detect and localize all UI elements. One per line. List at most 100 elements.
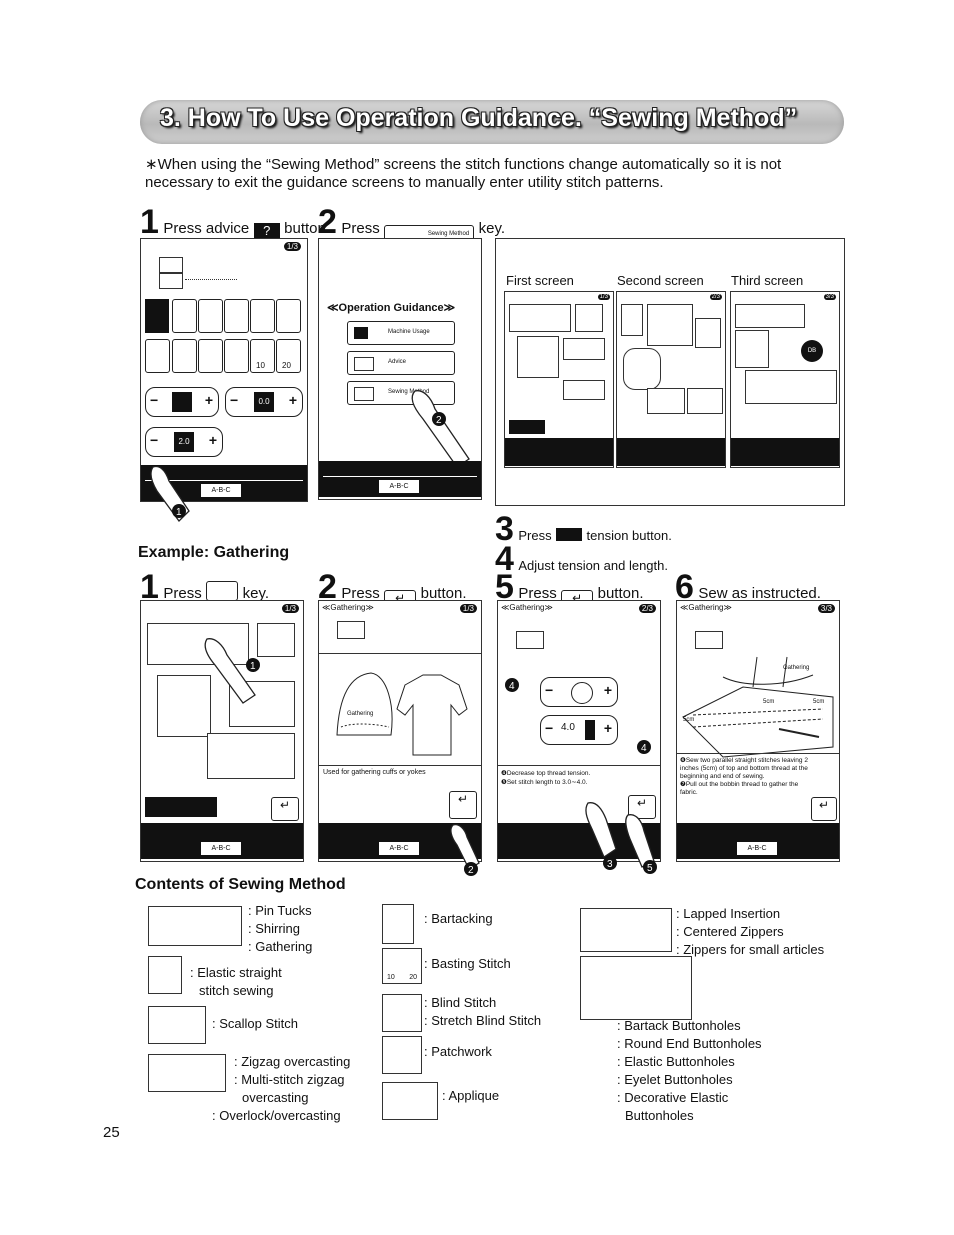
step-3: 3 Press tension button.: [495, 510, 672, 548]
buttonhole-keys[interactable]: [745, 370, 837, 404]
lcd-screen-gathering-2: ≪Gathering≫ 2/3 − + − 4.0 + ❹Decrease to…: [497, 600, 661, 874]
second-screen: 2/3: [616, 291, 726, 468]
gathered-garment-illustration: [336, 672, 468, 756]
pointing-finger-icon: 1: [204, 638, 260, 704]
machine-usage-key[interactable]: Machine Usage: [347, 321, 455, 345]
lcd-bottom-bar: A-B-C: [319, 461, 481, 497]
legend-item: : Pin Tucks : Shirring : Gathering: [248, 903, 313, 954]
sewing-method-screens-panel: First screen Second screen Third screen …: [495, 238, 845, 506]
overcasting-icon: [148, 1054, 226, 1092]
sew-notes: ❻Sew two parallel straight stitches leav…: [680, 757, 808, 796]
return-button[interactable]: ↵: [271, 797, 299, 821]
advice-button-icon: ?: [253, 223, 280, 239]
shirt-garment-icon: [157, 675, 211, 737]
contents-heading: Contents of Sewing Method: [135, 876, 346, 893]
sewing-gathering-illustration: [682, 656, 834, 758]
tension-button-icon: [556, 528, 583, 541]
advice-icon: [354, 357, 374, 371]
sewing-method-key[interactable]: Sewing Method: [347, 381, 455, 405]
legend-item: : Lapped Insertion : Centered Zippers : …: [676, 906, 825, 957]
stitch-key[interactable]: [224, 299, 249, 333]
advice-key[interactable]: Advice: [347, 351, 455, 375]
legend-item: : Zigzag overcasting : Multi-stitch zigz…: [212, 1054, 351, 1123]
stitch-row-1: [145, 299, 303, 335]
lcd-bottom-bar: A-B-C: [677, 823, 839, 859]
overcasting-key[interactable]: [207, 733, 295, 779]
tension-adjuster[interactable]: − +: [540, 677, 618, 707]
bag-badge: DB: [801, 340, 823, 362]
svg-text:4: 4: [641, 743, 647, 754]
needle-mode-icon: [159, 257, 183, 273]
step-6: 6 Sew as instructed.: [675, 568, 821, 606]
svg-text:1: 1: [176, 507, 182, 518]
callout-4-icon: 4: [505, 678, 519, 692]
pointing-finger-icon: 1: [150, 465, 190, 522]
lcd-screen-sewing-method-1: 1/3 ↵ A-B-C 1: [140, 600, 304, 862]
lcd-screen-gathering-1: ≪Gathering≫ 1/3 Gathering Used for gathe…: [318, 600, 482, 876]
example-heading: Example: Gathering: [138, 544, 290, 561]
elastic-straight-key[interactable]: [257, 623, 295, 657]
stitch-key[interactable]: [145, 339, 170, 373]
page-title: 3. How To Use Operation Guidance. “Sewin…: [160, 104, 798, 132]
lcd-bottom-bar: A-B-C: [141, 823, 303, 859]
pin-tucks-shirring-gathering-icon: [148, 906, 242, 946]
basting-stitch-icon: 10 20: [382, 948, 422, 984]
stitch-key[interactable]: [250, 299, 275, 333]
width-adjuster[interactable]: − 0.0 +: [225, 387, 303, 417]
callout-4-icon: 4: [637, 740, 651, 754]
stitch-key-10[interactable]: 10: [250, 339, 275, 373]
length-adjuster[interactable]: − 4.0 +: [540, 715, 618, 745]
adjust-notes: ❹Decrease top thread tension. ❺Set stitc…: [501, 770, 591, 786]
legend-item: : Patchwork: [424, 1044, 492, 1059]
buttonhole-icon: [580, 956, 692, 1020]
lcd-screen-utility: 1/3 10 20 − + − 0.0 + − 2.0 + A-B-C: [140, 238, 308, 522]
stitch-key-20[interactable]: 20: [276, 339, 301, 373]
next-page-button[interactable]: ↵: [449, 791, 477, 819]
step-4: 4 Adjust tension and length.: [495, 540, 668, 578]
stitch-key[interactable]: [276, 299, 301, 333]
pointing-finger-icon: 3 5: [585, 802, 657, 874]
shirt-icon: [354, 387, 374, 401]
stitch-key[interactable]: [198, 299, 223, 333]
lcd-screen-gathering-3: ≪Gathering≫ 3/3 Gathering 5cm 5cm 5cm ❻S…: [676, 600, 840, 862]
pointing-finger-icon: 2: [411, 390, 470, 468]
gathering-key-icon: [206, 581, 239, 601]
stitch-row-2: 10 20: [145, 339, 303, 375]
legend-item: : Applique: [442, 1088, 500, 1103]
svg-text:3: 3: [607, 859, 613, 870]
legend-item: : Scallop Stitch: [212, 1016, 298, 1031]
zipper-icon: [580, 908, 672, 952]
length-adjuster[interactable]: − 2.0 +: [145, 427, 223, 457]
foot-icon: [159, 273, 183, 289]
step-2-top: 2 Press Sewing Method key.: [318, 203, 506, 241]
stitch-key[interactable]: [198, 339, 223, 373]
third-screen: 3/3 DB: [730, 291, 840, 468]
legend-item: : Blind Stitch : Stretch Blind Stitch: [424, 995, 542, 1028]
blind-stitch-icon: [382, 994, 422, 1032]
category-tabs[interactable]: [145, 797, 217, 817]
step-1-bottom: 1 Press key.: [140, 568, 270, 606]
legend-item: : Basting Stitch: [424, 956, 511, 971]
pin-tucks-key[interactable]: [147, 623, 249, 665]
svg-text:2: 2: [436, 415, 442, 426]
applique-icon: [382, 1082, 438, 1120]
stitch-key[interactable]: [172, 299, 197, 333]
foot-icon: [695, 631, 723, 649]
pointing-finger-icon: 2: [450, 823, 480, 876]
legend-item: : Elastic straight stitch sewing: [190, 965, 282, 998]
tension-adjuster[interactable]: − +: [145, 387, 219, 417]
foot-icon: [516, 631, 544, 649]
step-1-top: 1 Press advice ? button.: [140, 203, 331, 241]
intro-text: ∗When using the “Sewing Method” screens …: [145, 156, 782, 191]
next-page-button[interactable]: ↵: [811, 797, 837, 821]
svg-text:1: 1: [250, 661, 256, 672]
legend-item: : Bartacking: [424, 911, 493, 926]
svg-text:5: 5: [647, 863, 653, 874]
scallop-stitch-icon: [148, 1006, 206, 1044]
stitch-key[interactable]: [224, 339, 249, 373]
page-number: 25: [103, 1124, 120, 1141]
elastic-straight-icon: [148, 956, 182, 994]
stitch-key[interactable]: [172, 339, 197, 373]
first-screen: 1/3: [504, 291, 614, 468]
stitch-key-selected[interactable]: [145, 299, 169, 333]
